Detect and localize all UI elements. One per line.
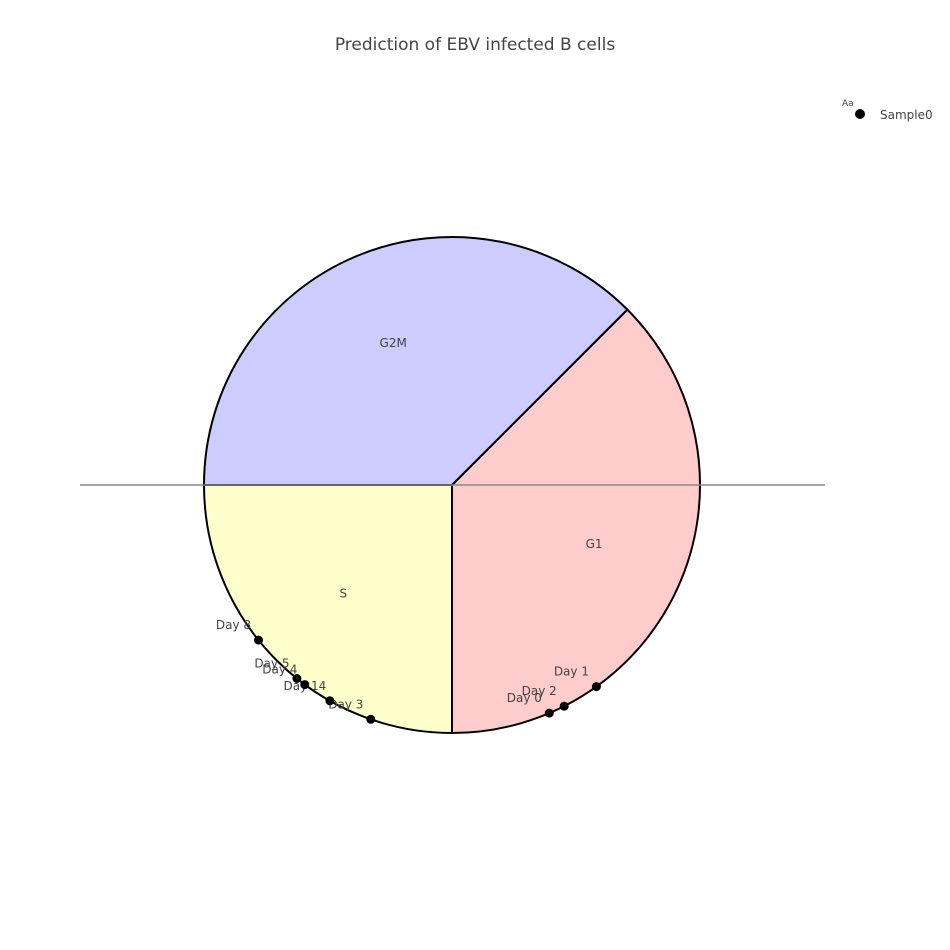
data-point-label: Day 5 [254, 657, 289, 671]
phase-label-g2m: G2M [380, 336, 407, 350]
phase-sector-g1 [451, 308, 701, 735]
data-point[interactable] [559, 701, 569, 711]
data-point[interactable] [254, 635, 263, 645]
data-point[interactable] [292, 674, 302, 683]
legend-glyph-text: Aa [842, 99, 854, 109]
data-point[interactable] [366, 714, 376, 724]
phase-sector-g2m [202, 236, 629, 486]
data-point[interactable] [591, 682, 601, 692]
data-point-label: Day 8 [216, 618, 251, 632]
phase-label-s: S [339, 587, 347, 601]
data-point-label: Day 3 [328, 697, 363, 711]
data-point[interactable] [300, 680, 310, 690]
phase-label-g1: G1 [586, 537, 603, 551]
chart-title: Prediction of EBV infected B cells [335, 35, 615, 55]
data-point-label: Day 2 [522, 684, 557, 698]
data-point-label: Day 1 [554, 665, 589, 679]
legend[interactable]: Aa Sample0 [842, 99, 933, 122]
data-point[interactable] [325, 696, 335, 706]
legend-label: Sample0 [880, 108, 933, 122]
data-point-label: Day 0 [507, 691, 542, 705]
legend-marker [855, 109, 865, 119]
data-point-label: Day 4 [262, 663, 297, 677]
phase-sector-s [202, 484, 453, 735]
data-point[interactable] [544, 708, 554, 718]
phase-sectors: G1 G2M S [202, 236, 701, 735]
